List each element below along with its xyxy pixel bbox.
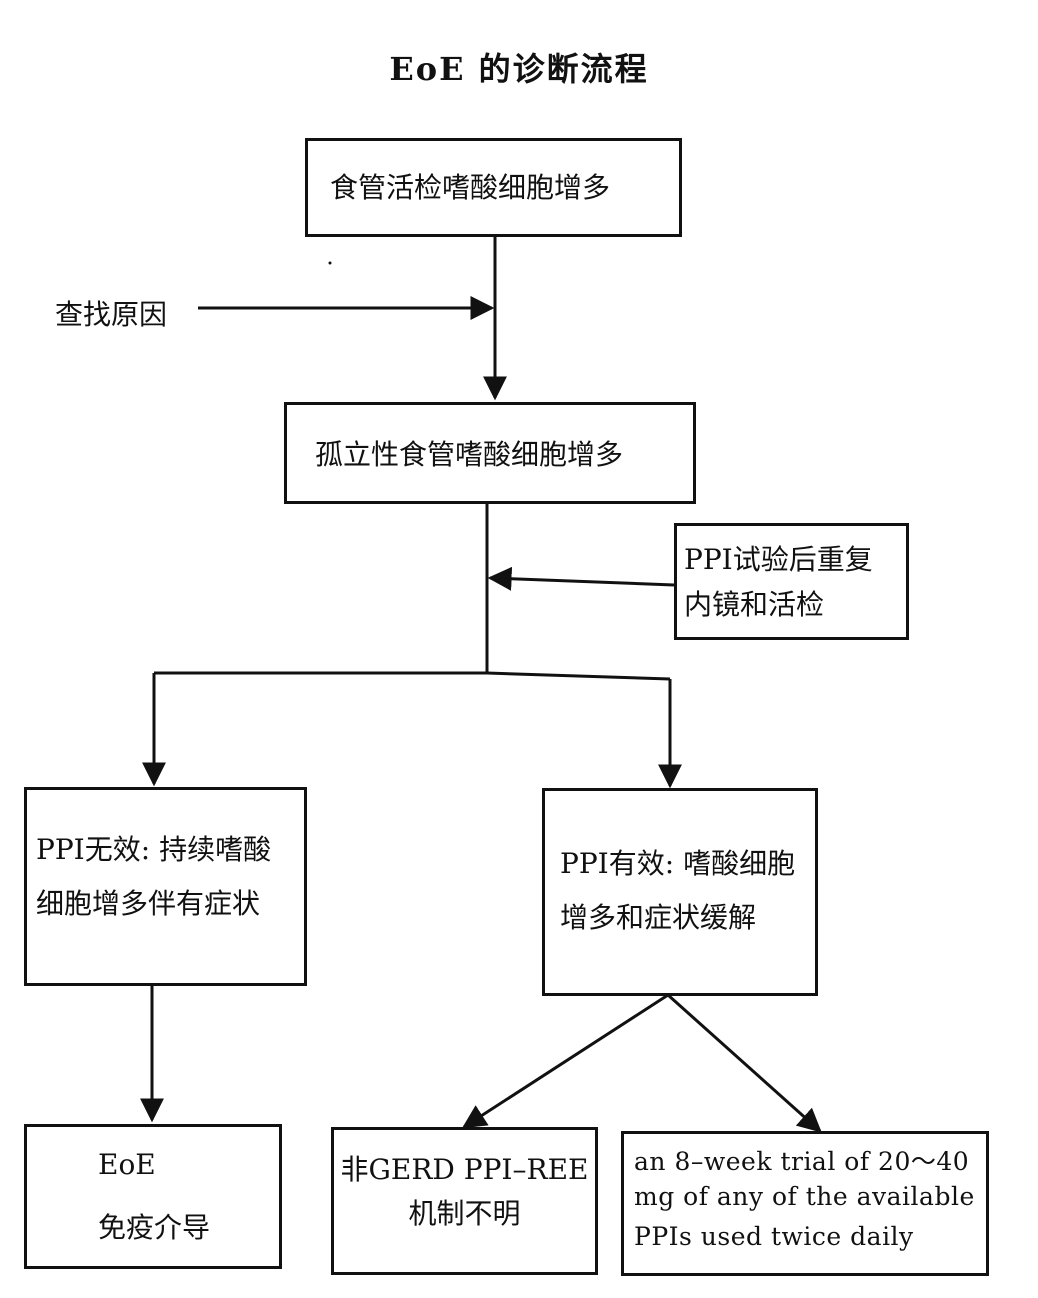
node-ineffective-box	[24, 787, 307, 986]
node-effective-box	[542, 788, 818, 996]
node-effective-line1: PPI有效: 嗜酸细胞	[560, 847, 796, 880]
node-repeat-line1: PPI试验后重复	[684, 543, 873, 576]
node-trial-line2: mg of any of the available	[634, 1182, 975, 1211]
node-biopsy-box	[305, 138, 682, 237]
find-cause-label: 查找原因	[55, 298, 168, 331]
node-ineffective-line2: 细胞增多伴有症状	[36, 887, 261, 920]
stray-dot	[328, 261, 332, 265]
node-repeat-line2: 内镜和活检	[684, 588, 825, 621]
node-ineffective-line1: PPI无效: 持续嗜酸	[36, 833, 272, 866]
node-isolated-box	[284, 402, 696, 504]
node-eoe-line1: EoE	[98, 1148, 156, 1181]
arrow-repeat-to-main	[487, 566, 675, 591]
arrow-effective-to-trial	[666, 993, 822, 1133]
node-effective-line2: 增多和症状缓解	[560, 901, 757, 934]
node-eoe-line2: 免疫介导	[98, 1211, 211, 1244]
line-branch	[154, 671, 671, 681]
node-trial-line3: PPIs used twice daily	[634, 1222, 914, 1251]
arrow-effective-to-ppi-ree	[461, 993, 669, 1129]
node-eoe-box	[24, 1124, 282, 1269]
node-ppi-ree-line1: 非GERD PPI–REE	[340, 1153, 589, 1186]
node-trial-line1: an 8–week trial of 20～40	[634, 1147, 970, 1176]
node-ppi-ree-box	[331, 1127, 598, 1275]
node-trial-box	[621, 1131, 989, 1276]
node-biopsy-label: 食管活检嗜酸细胞增多	[330, 171, 611, 204]
node-repeat-box	[674, 523, 909, 640]
page-title: EoE 的诊断流程	[389, 50, 649, 88]
node-ppi-ree-line2: 机制不明	[408, 1197, 521, 1230]
node-isolated-label: 孤立性食管嗜酸细胞增多	[315, 438, 624, 471]
